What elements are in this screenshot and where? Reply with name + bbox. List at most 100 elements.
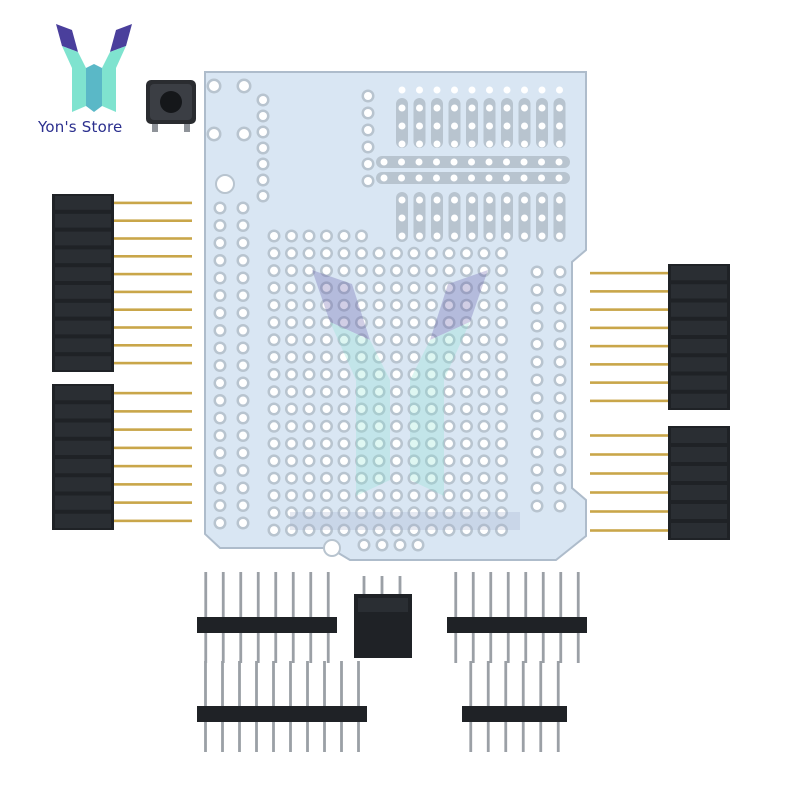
pcb-hole (427, 283, 436, 292)
pin-top (454, 572, 458, 617)
pin-bottom (506, 633, 510, 663)
pcb-hole (410, 370, 418, 379)
pcb-hole (445, 249, 453, 258)
pcb-hole (270, 283, 278, 292)
pcb-hole (270, 232, 278, 240)
pcb-hole (322, 301, 331, 310)
pcb-hole (480, 422, 488, 431)
pcb-hole (287, 508, 296, 517)
pcb-hole (556, 214, 563, 222)
header-cell (55, 422, 111, 437)
pcb-hole (398, 122, 406, 130)
pcb-hole (520, 174, 528, 182)
pin-bottom (326, 633, 330, 663)
long-pin (114, 428, 192, 431)
pcb-holes (206, 78, 567, 557)
pcb-hole (497, 526, 506, 535)
pcb-hole (340, 422, 348, 431)
pcb-hole (287, 266, 296, 275)
pin-header-base (197, 706, 367, 722)
button-leg (184, 124, 190, 132)
pcb-hole (270, 422, 278, 431)
pcb-hole (486, 196, 493, 204)
pcb-hole (340, 439, 348, 448)
pcb-hole (538, 86, 546, 94)
pcb-hole (410, 283, 418, 292)
pcb-hole (340, 353, 348, 362)
pcb-hole (533, 412, 541, 420)
long-pin (114, 483, 192, 486)
pcb-hole (364, 177, 372, 185)
pcb-hole (322, 232, 331, 240)
pcb-hole (287, 456, 296, 465)
pcb-hole (375, 301, 383, 310)
pcb-hole (360, 541, 368, 549)
pcb-hole (287, 526, 296, 535)
pcb-hole (287, 387, 296, 396)
pcb-hole (480, 526, 488, 535)
pcb-hole (305, 232, 313, 240)
pcb-hole (462, 422, 471, 431)
pcb-hole (340, 301, 348, 310)
pcb-hole (322, 353, 331, 362)
pcb-hole (416, 104, 423, 112)
stacking-female-header-short (590, 426, 730, 540)
pcb-hole (322, 249, 331, 258)
pin-bottom (289, 722, 292, 752)
pcb-hole (375, 491, 383, 500)
male-pin-header-10 (197, 661, 367, 752)
pcb-hole (497, 387, 506, 396)
header-cell (55, 285, 111, 299)
long-pin (114, 201, 192, 205)
pcb-hole (239, 519, 247, 527)
pcb-hole (287, 439, 296, 448)
long-pin (590, 399, 668, 403)
pcb-hole (480, 283, 488, 292)
pcb-hole (410, 387, 418, 396)
pcb-hole (392, 301, 401, 310)
long-pin (114, 391, 192, 395)
pcb-hole (216, 274, 224, 282)
stacking-female-header-long (52, 194, 192, 372)
pcb-hole (427, 335, 436, 344)
pcb-hole (398, 140, 406, 148)
header-cell (55, 440, 111, 455)
pcb-hole (270, 353, 278, 362)
pcb-hole (427, 249, 436, 258)
logo-left-stem (62, 46, 86, 112)
pin-header-base (197, 617, 337, 633)
pcb-hole (462, 491, 471, 500)
pcb-hole (556, 286, 564, 294)
pcb-hole (462, 405, 471, 413)
pcb-hole (270, 370, 278, 379)
pcb-hole (556, 448, 564, 456)
pcb-hole (462, 318, 471, 327)
pin-bottom (238, 722, 241, 752)
pin-bottom (471, 633, 475, 663)
pcb-hole (468, 232, 476, 240)
pcb-hole (451, 140, 458, 148)
pcb-hole (556, 268, 564, 276)
pcb-hole (414, 541, 422, 549)
pcb-hole (305, 456, 313, 465)
pcb-hole (410, 301, 418, 310)
pcb-hole (497, 491, 506, 500)
pcb-hole (480, 508, 488, 517)
long-pin (114, 410, 192, 413)
header-cell (55, 320, 111, 335)
pcb-hole (322, 491, 331, 500)
long-pin (590, 381, 668, 384)
pcb-hole (503, 174, 510, 182)
pcb-hole (216, 449, 224, 457)
long-pin (590, 472, 668, 475)
header-cell (671, 447, 727, 462)
pcb-hole (556, 140, 563, 148)
pin-bottom (274, 633, 278, 663)
pcb-hole (533, 358, 541, 366)
header-cell (55, 386, 111, 401)
pcb-hole (503, 232, 511, 240)
pcb-hole (538, 122, 546, 130)
pcb-hole (305, 335, 313, 344)
pin-top (289, 661, 292, 706)
pcb-hole (520, 158, 528, 166)
